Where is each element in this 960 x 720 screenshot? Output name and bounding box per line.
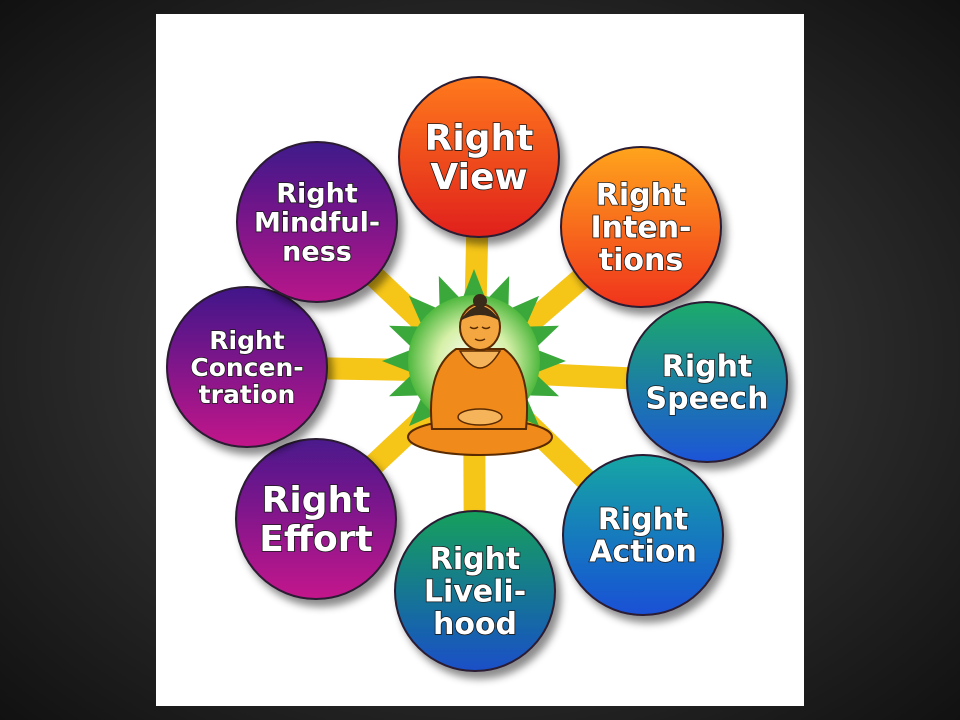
buddha-figure-icon — [407, 294, 553, 456]
node-label-line: Inten- — [590, 211, 691, 246]
node-label-line: Right — [662, 349, 753, 384]
node-label-line: ness — [282, 237, 352, 268]
node-label-line: Action — [589, 535, 697, 570]
node-label-line: Concen- — [190, 353, 303, 382]
node-label-line: Right — [276, 178, 358, 209]
node-label-line: hood — [433, 607, 517, 642]
node-label-line: Effort — [259, 519, 372, 560]
node-circle — [626, 301, 788, 463]
node-label-line: Right — [425, 118, 534, 159]
node-circle — [236, 141, 398, 303]
node-label-line: Right — [596, 178, 687, 213]
node-label-line: Mindful- — [254, 207, 380, 238]
node-circle — [562, 454, 724, 616]
node-circle — [398, 76, 560, 238]
node-label-line: Liveli- — [424, 575, 526, 610]
node-circle — [235, 438, 397, 600]
node-label-line: Right — [262, 480, 371, 521]
node-label-line: Speech — [646, 382, 769, 417]
node-circle — [394, 510, 556, 672]
node-label-line: Right — [598, 502, 689, 537]
node-circle — [166, 286, 328, 448]
node-label-line: tration — [199, 380, 296, 409]
node-label-line: View — [430, 157, 527, 198]
node-label-line: tions — [599, 243, 683, 278]
node-label-line: Right — [209, 326, 285, 355]
node-circle — [560, 146, 722, 308]
node-label-line: Right — [430, 542, 521, 577]
